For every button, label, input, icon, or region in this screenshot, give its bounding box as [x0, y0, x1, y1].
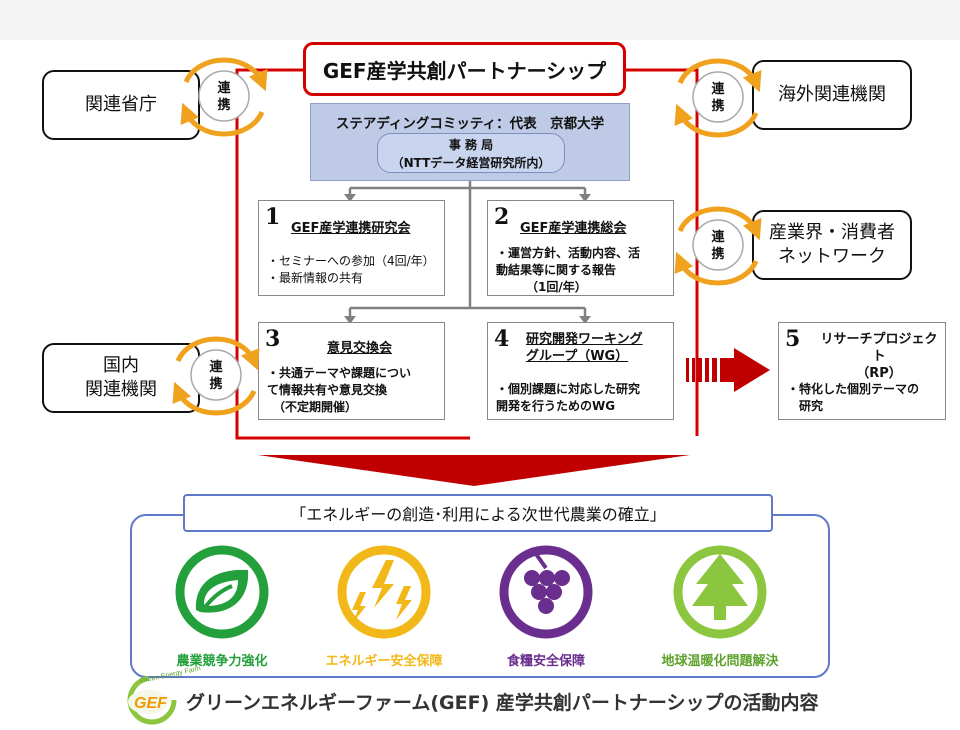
pillar-text: 食糧安全保障 [506, 654, 585, 669]
ext-overseas-orgs: 海外関連機関 [752, 60, 912, 130]
pillar-text: 地球温暖化問題解決 [661, 654, 779, 669]
workstream-body: ・運営方針、活動内容、活 動結果等に関する報告 （1回/年） [496, 246, 641, 294]
cycle-icon [172, 336, 260, 416]
goal-title: 「エネルギーの創造･利用による次世代農業の確立」 [183, 494, 773, 532]
ext-industry-network: 産業界・消費者 ネットワーク [752, 210, 912, 280]
connector-arrowheads [344, 194, 591, 324]
pillar-label-energy: エネルギー安全保障 [309, 650, 459, 669]
cycle-icon [674, 58, 762, 138]
footer-caption: グリーンエネルギーファーム(GEF) 産学共創パートナーシップの活動内容 [186, 692, 819, 714]
steering-committee: ステアディングコミッティ：代表 京都大学 事 務 局 （NTTデータ経営研究所内… [310, 103, 630, 181]
pillar-text: エネルギー安全保障 [325, 654, 443, 669]
rp-arrow [686, 348, 770, 392]
workstream-title: 研究開発ワーキング グループ（WG） [526, 332, 643, 364]
workstream-body: ・セミナーへの参加（4回/年） ・最新情報の共有 [267, 254, 435, 285]
leaf-icon [175, 545, 269, 639]
workstream-4: 4 研究開発ワーキング グループ（WG） ・個別課題に対応した研究 開発を行うた… [487, 322, 674, 420]
workstream-3: 3 意見交換会 ・共通テーマや課題につい て情報共有や意見交換 （不定期開催） [258, 322, 445, 420]
partnership-title: GEF産学共創パートナーシップ [303, 42, 626, 96]
pillar-label-food: 食糧安全保障 [471, 650, 621, 669]
workstream-body: ・個別課題に対応した研究 開発を行うためのWG [496, 382, 641, 413]
workstream-title: 意見交換会 [327, 341, 393, 356]
renkei-label: 連 携 [711, 82, 725, 114]
committee-head: ステアディングコミッティ：代表 京都大学 [335, 116, 605, 132]
renkei-label: 連 携 [209, 360, 223, 392]
renkei-label: 連 携 [711, 230, 725, 262]
cycle-icon [674, 206, 762, 286]
down-arrow [258, 455, 690, 486]
workstream-number: 3 [265, 326, 281, 352]
workstream-title: GEF産学連携研究会 [291, 221, 411, 236]
workstream-number: 1 [265, 204, 281, 230]
cycle-icon [180, 57, 268, 137]
secretariat-location: （NTTデータ経営研究所内） [391, 156, 551, 170]
secretariat: 事 務 局 （NTTデータ経営研究所内） [377, 133, 565, 173]
workstream-2: 2 GEF産学連携総会 ・運営方針、活動内容、活 動結果等に関する報告 （1回/… [487, 200, 674, 296]
grapes-icon [499, 545, 593, 639]
workstream-number: 5 [785, 326, 801, 352]
workstream-5: 5 リサーチプロジェクト （RP） ・特化した個別テーマの 研究 [778, 322, 946, 420]
top-band [0, 0, 960, 40]
workstream-number: 4 [494, 326, 510, 352]
renkei-label: 連 携 [217, 81, 231, 113]
workstream-title: GEF産学連携総会 [520, 221, 627, 236]
workstream-body: ・共通テーマや課題につい て情報共有や意見交換 （不定期開催） [267, 366, 412, 414]
tree-icon [673, 545, 767, 639]
pillar-text: 農業競争力強化 [176, 654, 268, 669]
lightning-icon [337, 545, 431, 639]
logo-text: GEF [134, 695, 168, 712]
pillar-label-agri: 農業競争力強化 [147, 650, 297, 669]
secretariat-label: 事 務 局 [448, 138, 494, 152]
workstream-1: 1 GEF産学連携研究会 ・セミナーへの参加（4回/年） ・最新情報の共有 [258, 200, 445, 296]
workstream-body: ・特化した個別テーマの 研究 [787, 382, 920, 413]
pillar-label-climate: 地球温暖化問題解決 [645, 650, 795, 669]
workstream-title: リサーチプロジェクト （RP） [820, 332, 938, 381]
workstream-number: 2 [494, 204, 510, 230]
